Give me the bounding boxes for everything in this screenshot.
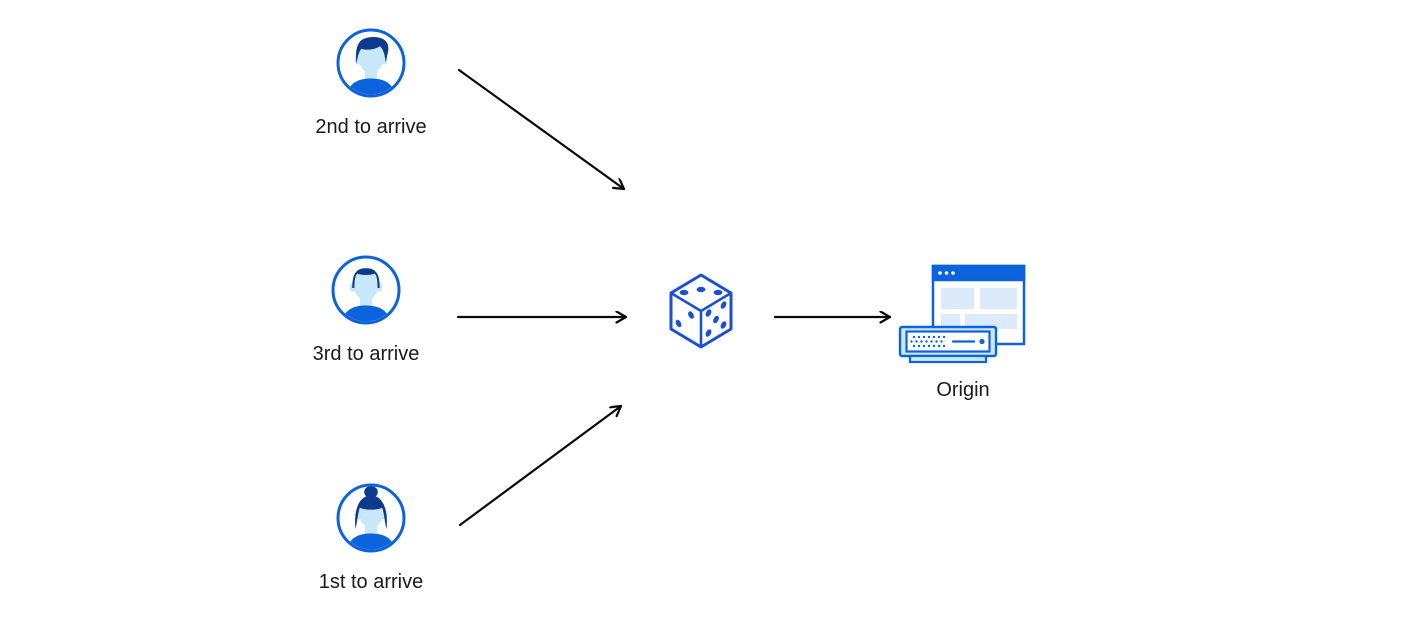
female-avatar-bun-hair-icon: [336, 483, 406, 553]
client-label-1st: 1st to arrive: [318, 571, 424, 593]
arrow-1st-to-dice: [458, 404, 623, 527]
client-node-2nd-to-arrive: 2nd to arrive: [291, 27, 451, 139]
server-box-icon: [898, 325, 998, 364]
client-label-2nd: 2nd to arrive: [315, 116, 427, 138]
male-avatar-short-hair-icon: [331, 255, 401, 325]
server-base: [908, 354, 988, 364]
server-vent-dots: [910, 335, 946, 348]
client-node-1st-to-arrive: 1st to arrive: [291, 482, 451, 594]
server-led-dot: [979, 338, 985, 345]
arrow-2nd-to-dice: [457, 68, 626, 191]
origin-label: Origin: [936, 379, 990, 401]
client-label-3rd: 3rd to arrive: [312, 343, 420, 365]
origin-node: Origin: [898, 262, 1028, 402]
dice-icon: [669, 273, 733, 349]
dice-node: [668, 272, 734, 354]
male-avatar-swept-hair-icon: [336, 28, 406, 98]
origin-server-icon: [898, 264, 1026, 364]
client-node-3rd-to-arrive: 3rd to arrive: [286, 254, 446, 366]
